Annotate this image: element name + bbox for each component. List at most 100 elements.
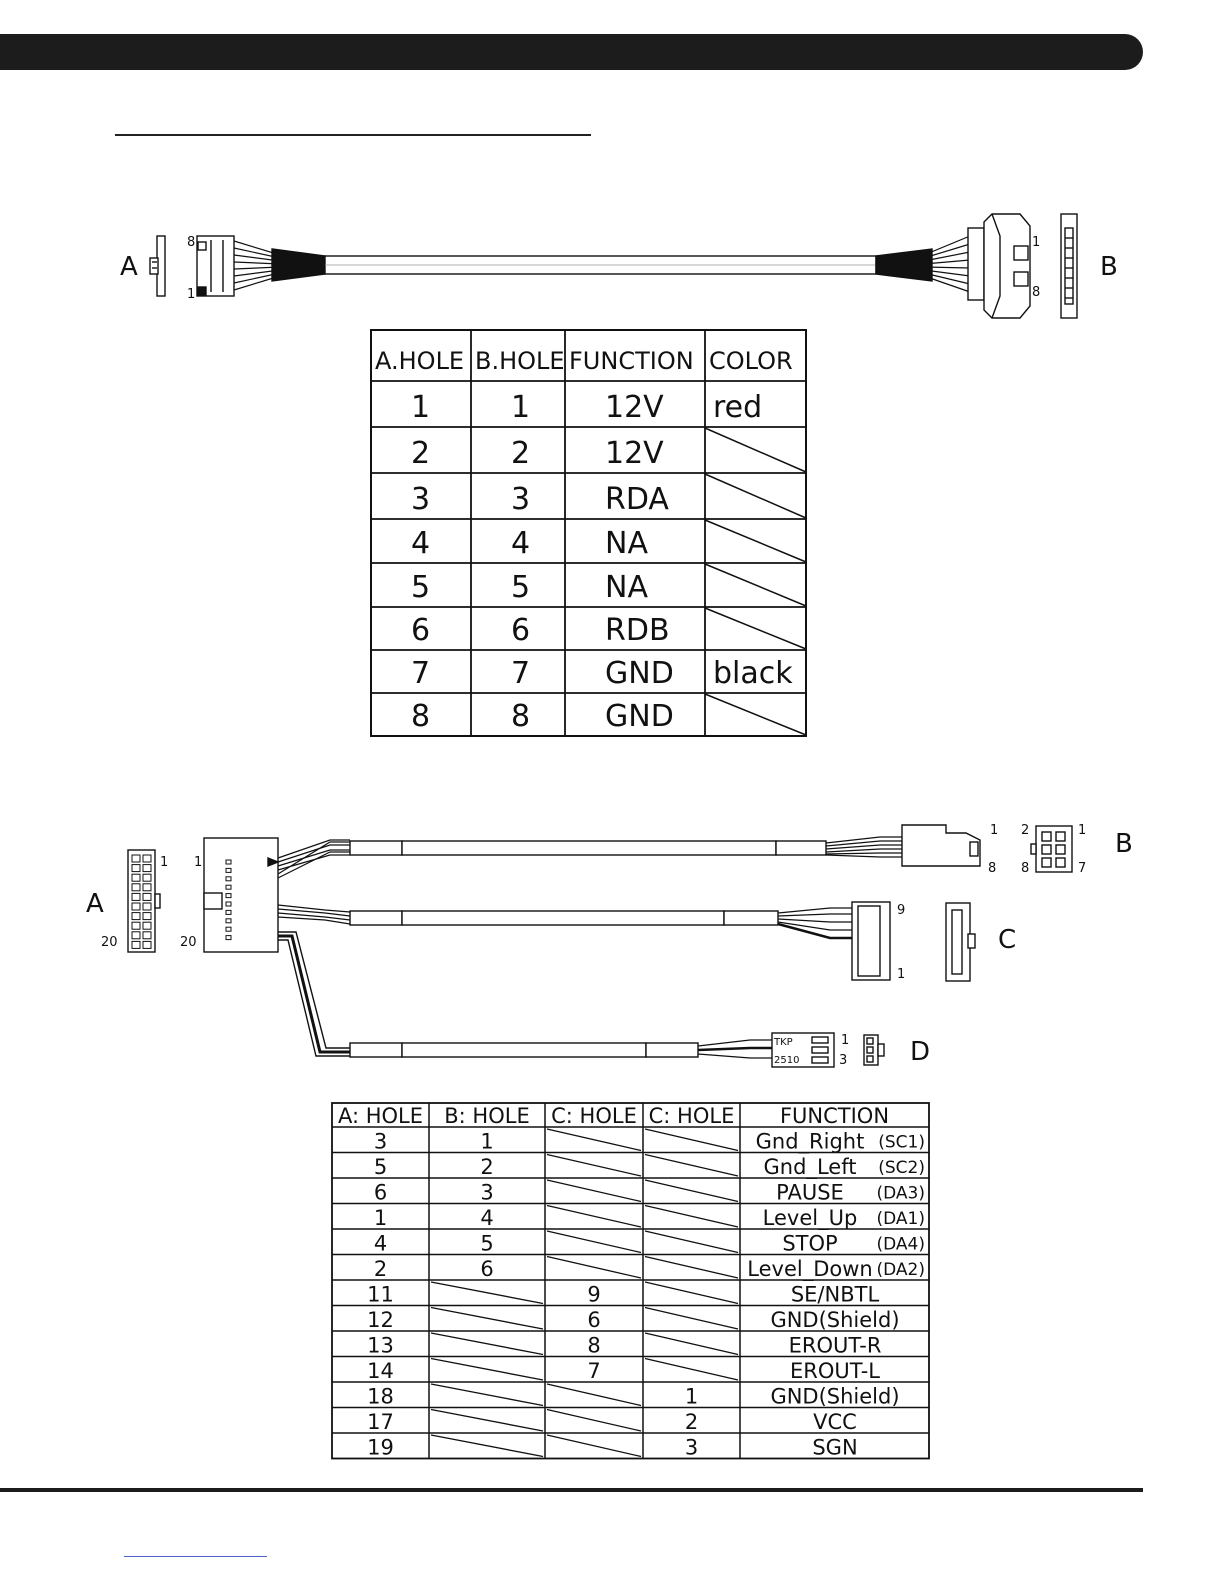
empty-cell-slash xyxy=(644,1281,739,1305)
table-cell: 11 xyxy=(367,1283,394,1307)
cable2-connector-a-housing xyxy=(203,837,280,953)
pin-cavity xyxy=(142,854,152,863)
table-function-cell: EROUT-R xyxy=(789,1334,882,1358)
cable2-label-a: A xyxy=(86,889,104,919)
table-signal-code: (DA4) xyxy=(876,1235,925,1255)
table-cell: 3 xyxy=(374,1130,387,1154)
empty-cell-slash xyxy=(546,1255,642,1279)
cable2-sheath-d xyxy=(401,1042,647,1058)
cable2-sheath-b xyxy=(401,840,777,856)
pin-cavity xyxy=(142,921,152,930)
table-cell: 1 xyxy=(374,1206,387,1230)
table-cell: 9 xyxy=(587,1283,600,1307)
empty-cell-slash xyxy=(430,1434,544,1458)
table-cell: 1 xyxy=(480,1130,493,1154)
table-cell: 4 xyxy=(411,526,430,561)
empty-cell-slash xyxy=(546,1230,642,1254)
table-header-cell: FUNCTION xyxy=(569,347,694,375)
table-cell: 5 xyxy=(374,1155,387,1179)
pin-cavity xyxy=(142,940,152,949)
cable2-pin-b2-2: 2 xyxy=(1021,823,1029,838)
pin-cavity xyxy=(131,854,141,863)
table-cell: 5 xyxy=(480,1232,493,1256)
table-cell: 2 xyxy=(511,436,530,471)
table-function-cell: GND(Shield) xyxy=(770,1385,899,1409)
empty-cell-slash xyxy=(430,1357,544,1381)
empty-cell-slash xyxy=(704,473,807,519)
table-cell: NA xyxy=(605,570,648,605)
cable2-pin-c-1: 1 xyxy=(897,967,905,982)
empty-cell-slash xyxy=(644,1128,739,1152)
cable1-label-b: B xyxy=(1100,252,1118,282)
table-cell: 7 xyxy=(511,656,530,691)
empty-cell-slash xyxy=(430,1332,544,1356)
cable2-pin-a2-1: 1 xyxy=(194,855,202,870)
table-signal-code: (DA2) xyxy=(876,1260,925,1280)
pin-slot xyxy=(225,884,232,890)
empty-cell-slash xyxy=(430,1408,544,1432)
empty-cell-slash xyxy=(644,1332,739,1356)
table-cell: 3 xyxy=(685,1436,698,1460)
cable1-pin-b-bottom: 8 xyxy=(1032,285,1040,300)
table-cell: 4 xyxy=(374,1232,387,1256)
pin-cavity xyxy=(131,902,141,911)
table-function-cell: Gnd_Right xyxy=(756,1130,865,1155)
empty-cell-slash xyxy=(704,519,807,563)
cable2-pin-c-9: 9 xyxy=(897,903,905,918)
table-cell: RDB xyxy=(605,613,670,648)
cable2-pin-b2-8: 8 xyxy=(1021,861,1029,876)
table-cell: GND xyxy=(605,699,674,734)
pin-cavity xyxy=(131,883,141,892)
table-cell: 3 xyxy=(480,1181,493,1205)
table-signal-code: (SC1) xyxy=(878,1133,925,1153)
empty-cell-slash xyxy=(704,427,807,473)
pin-cavity xyxy=(131,912,141,921)
table-cell: black xyxy=(713,656,793,691)
table-cell: 8 xyxy=(511,699,530,734)
cable1-boot-a xyxy=(271,248,326,282)
table-cell: 4 xyxy=(511,526,530,561)
table-cell: 1 xyxy=(511,390,530,425)
cable2-connector-c-front xyxy=(945,902,976,982)
cable1-connector-b-body xyxy=(967,213,1031,319)
empty-cell-slash xyxy=(546,1408,642,1432)
cable2-pin-d-1: 1 xyxy=(841,1033,849,1048)
table-cell: 6 xyxy=(511,613,530,648)
empty-cell-slash xyxy=(546,1383,642,1407)
empty-cell-slash xyxy=(644,1306,739,1330)
pin-slot xyxy=(225,935,232,941)
empty-cell-slash xyxy=(546,1128,642,1152)
cable1-pin-a-bottom: 1 xyxy=(187,287,195,302)
cable2-d-marking-1: TKP xyxy=(773,1037,793,1048)
cable2-connector-b-front xyxy=(1030,825,1073,873)
table-cell: 6 xyxy=(480,1257,493,1281)
pin-cavity xyxy=(142,892,152,901)
empty-cell-slash xyxy=(704,563,807,607)
table-cell: 1 xyxy=(685,1385,698,1409)
table-cell: 2 xyxy=(374,1257,387,1281)
cable2-connector-b-body xyxy=(901,824,981,867)
cable2-sheath-c xyxy=(401,910,725,926)
table-cell: red xyxy=(713,390,762,425)
table-cell: 6 xyxy=(587,1308,600,1332)
pin-cavity xyxy=(131,892,141,901)
pin-cavity xyxy=(131,873,141,882)
table-header-cell: C: HOLE xyxy=(551,1104,637,1128)
pin-cavity xyxy=(131,940,141,949)
cable2-label-c: C xyxy=(998,925,1016,955)
cable2-connector-d-body xyxy=(771,1032,835,1068)
cable1-pin-b-top: 1 xyxy=(1032,235,1040,250)
cable1-boot-b xyxy=(875,248,933,282)
pin-slot xyxy=(225,901,232,907)
pin-slot xyxy=(225,867,232,873)
cable1-connector-a-body xyxy=(196,235,235,297)
table-function-cell: STOP xyxy=(782,1232,837,1256)
pin-cavity xyxy=(131,921,141,930)
cable1-label-a: A xyxy=(120,252,138,282)
table-cell: 2 xyxy=(685,1410,698,1434)
empty-cell-slash xyxy=(704,607,807,650)
table-function-cell: EROUT-L xyxy=(790,1359,880,1383)
table-cell: NA xyxy=(605,526,648,561)
empty-cell-slash xyxy=(704,693,807,736)
